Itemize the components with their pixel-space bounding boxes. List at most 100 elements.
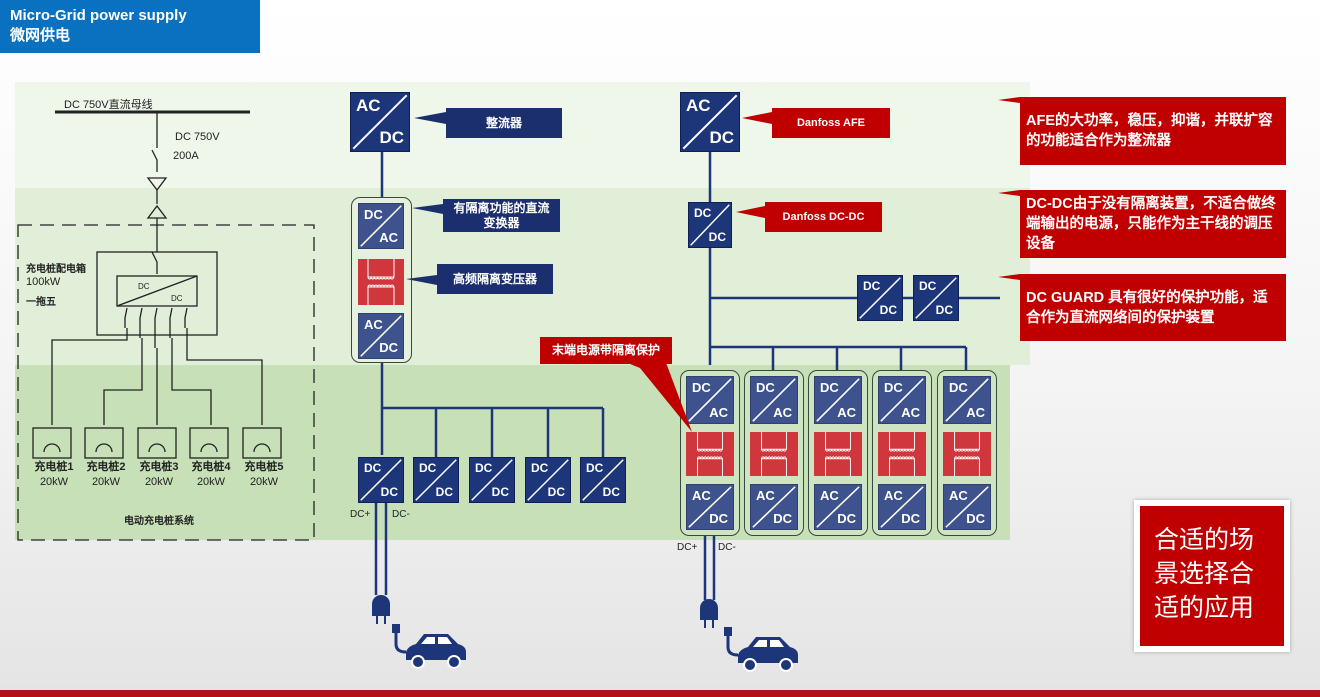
converter-output: DC	[547, 485, 565, 499]
converter-output: DC	[708, 230, 726, 244]
isolated-dcdc-pointer	[412, 204, 443, 214]
converter-output: AC	[901, 405, 920, 420]
converter-output: AC	[379, 230, 398, 245]
callout-dcdc: DC-DC由于没有隔离装置，不适合做终端输出的电源，只能作为主干线的调压设备	[998, 190, 1286, 258]
system-label: 电动充电桩系统	[124, 516, 194, 527]
title-banner: Micro-Grid power supply 微网供电	[0, 0, 260, 53]
callout-afe-text: AFE的大功率，稳压，抑谐，并联扩容的功能适合作为整流器	[1026, 113, 1273, 149]
breaker-voltage: DC 750V	[175, 131, 220, 143]
isolated-output-module	[808, 370, 868, 536]
converter-input: DC	[694, 206, 712, 220]
danfoss-afe-label: Danfoss AFE	[772, 108, 890, 138]
isolated-dcdc-label: 有隔离功能的直流变换器	[443, 199, 560, 232]
module-ac-dc: AC DC	[814, 484, 862, 530]
converter-output: DC	[935, 303, 953, 317]
converter-output: DC	[901, 511, 920, 526]
module-dc-ac: DC AC	[943, 376, 991, 424]
dc-guard-1: DC DC	[857, 275, 903, 321]
transformer-icon	[358, 259, 404, 305]
converter-input: DC	[884, 380, 903, 395]
electric-car-icon	[392, 624, 466, 669]
isolated-output-module	[680, 370, 740, 536]
conclusion-frame: 合适的场景选择合适的应用	[1134, 500, 1290, 652]
converter-input: DC	[586, 461, 604, 475]
dc-minus-left: DC-	[392, 509, 410, 520]
transformer-icon	[878, 432, 926, 476]
box-name: 充电桩配电箱	[26, 264, 86, 275]
callout-afe: AFE的大功率，稳压，抑谐，并联扩容的功能适合作为整流器	[998, 97, 1286, 165]
box-power: 100kW	[26, 276, 61, 288]
converter-input: AC	[820, 488, 839, 503]
converter-input: DC	[949, 380, 968, 395]
hf-transformer-pointer	[406, 275, 437, 285]
converter-output: DC	[491, 485, 509, 499]
charging-plug-icon	[372, 595, 390, 624]
converter-input: AC	[692, 488, 711, 503]
charger-1: 充电桩1 20kW	[30, 460, 78, 490]
dc-plus-right: DC+	[677, 542, 698, 553]
charger-power: 20kW	[39, 476, 69, 488]
converter-output: AC	[837, 405, 856, 420]
converter-output: DC	[709, 511, 728, 526]
bus-label: DC 750V直流母线	[64, 99, 153, 111]
converter-input: DC	[919, 279, 937, 293]
converter-output: DC	[379, 128, 404, 147]
converter-output: DC	[379, 340, 398, 355]
converter-input: DC	[863, 279, 881, 293]
module-ac-dc: AC DC	[686, 484, 734, 530]
charger-power: 20kW	[144, 476, 174, 488]
converter-input: DC	[692, 380, 711, 395]
charging-plug-icon	[700, 599, 718, 628]
converter-output: DC	[773, 511, 792, 526]
isolated-ac-dc: AC DC	[358, 313, 404, 359]
converter-output: AC	[773, 405, 792, 420]
isolated-output-module	[744, 370, 804, 536]
converter-input: DC	[531, 461, 549, 475]
converter-input: AC	[949, 488, 968, 503]
converter-input: AC	[884, 488, 903, 503]
module-ac-dc: AC DC	[878, 484, 926, 530]
converter-output: AC	[966, 405, 985, 420]
charger-power: 20kW	[196, 476, 226, 488]
transformer-icon	[814, 432, 862, 476]
converter-output: DC	[602, 485, 620, 499]
charger-power: 20kW	[249, 476, 279, 488]
converter-input: DC	[364, 461, 382, 475]
rectifier-pointer	[414, 112, 446, 124]
dc-guard-2: DC DC	[913, 275, 959, 321]
hf-transformer-label: 高频隔离变压器	[437, 264, 553, 294]
transformer-icon	[943, 432, 991, 476]
converter-input: DC	[419, 461, 437, 475]
isolated-output-module	[872, 370, 932, 536]
bottom-rule	[0, 690, 1320, 697]
subtitle: 微网供电	[10, 27, 71, 44]
breaker-current: 200A	[173, 150, 199, 162]
converter-input: DC	[475, 461, 493, 475]
converter-output: DC	[837, 511, 856, 526]
callout-dcdc-text: DC-DC由于没有隔离装置，不适合做终端输出的电源，只能作为主干线的调压设备	[1026, 196, 1276, 252]
charger-name: 充电桩5	[244, 461, 284, 473]
danfoss-dc-dc: DC DC	[688, 202, 732, 248]
isolated-module-frame	[351, 197, 412, 363]
terminal-isolation-arrow	[620, 360, 692, 432]
converter-output: DC	[879, 303, 897, 317]
dc-plus-left: DC+	[350, 509, 371, 520]
danfoss-dcdc-pointer	[736, 206, 765, 218]
callout-dc-guard: DC GUARD 具有很好的保护功能，适合作为直流网络间的保护装置	[998, 274, 1286, 341]
transformer-icon	[686, 432, 734, 476]
conclusion-box: 合适的场景选择合适的应用	[1140, 506, 1284, 646]
terminal-isolation-label: 末端电源带隔离保护	[540, 337, 672, 364]
charger-name: 充电桩1	[34, 461, 74, 473]
converter-input: AC	[364, 317, 383, 332]
converter-input: DC	[364, 207, 383, 222]
converter-out: DC	[171, 294, 183, 303]
